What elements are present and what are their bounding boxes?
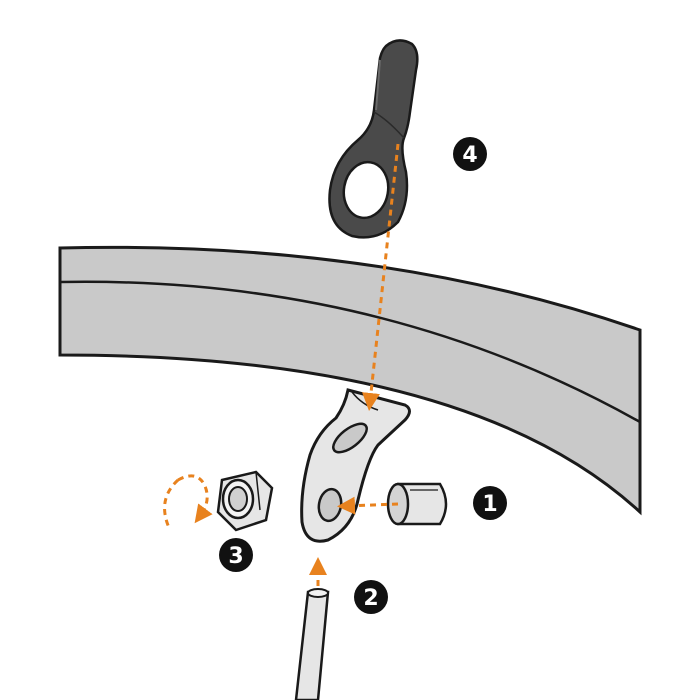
- step-number-4: 4: [462, 143, 477, 168]
- dark-eyelet-mount: [328, 39, 419, 239]
- mounting-bracket: [300, 388, 411, 543]
- lock-nut: [216, 470, 274, 532]
- bracket-slot: [332, 422, 368, 454]
- step-number-2: 2: [363, 586, 378, 611]
- step-number-1: 1: [482, 492, 497, 517]
- step-badge-2: 2: [354, 580, 388, 614]
- motion-arrows: [163, 143, 400, 586]
- step-badge-3: 3: [219, 538, 253, 572]
- step-badge-1: 1: [473, 486, 507, 520]
- step-number-3: 3: [228, 544, 243, 569]
- fender-body: [58, 245, 642, 516]
- arrow-bolt-to-bracket: [337, 496, 399, 515]
- step-badge-4: 4: [453, 137, 487, 171]
- fender: [58, 245, 642, 516]
- arrow-nut-rotate: [163, 474, 208, 531]
- fender-inner-line: [59, 280, 641, 424]
- fender-stay-rod: [294, 588, 330, 700]
